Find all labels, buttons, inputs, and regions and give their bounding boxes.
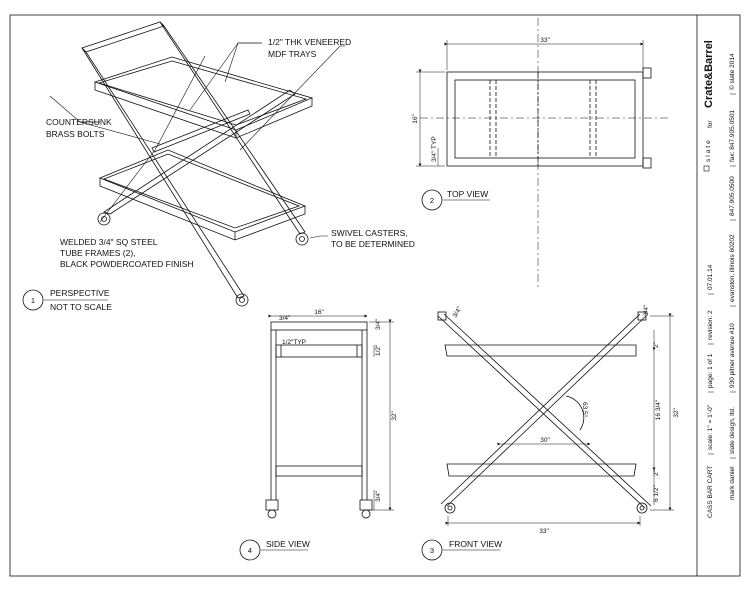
dim-side-half-typ: 1/2"TYP <box>282 339 306 346</box>
dim-front-34-left: 3/4" <box>452 305 464 319</box>
dim-front-angle: 63.5° <box>581 402 589 418</box>
view-1-title: PERSPECTIVE <box>50 288 110 298</box>
view-1-bubble <box>22 289 44 311</box>
view-2-title: TOP VIEW <box>447 189 488 199</box>
note-frames-line2: TUBE FRAMES (2), <box>60 248 136 258</box>
top-view-dimensions <box>416 18 670 290</box>
title-page: page: 1 of 1 <box>707 353 714 388</box>
title-revision: revision: 2 <box>707 310 714 340</box>
side-view-drawing <box>265 321 373 519</box>
dim-front-2b: 2" <box>653 469 660 476</box>
note-casters-line2: TO BE DETERMINED <box>331 239 415 249</box>
dim-side-half: 1/2" <box>375 344 382 356</box>
title-block: Crate&Barrel for slate © slate 2014 fax:… <box>703 40 736 518</box>
note-frames-line1: WELDED 3/4" SQ STEEL <box>60 237 158 247</box>
title-copyright: © slate 2014 <box>728 53 736 90</box>
view-1-number: 1 <box>31 296 35 305</box>
title-date: 07.01.14 <box>707 264 714 290</box>
note-trays-line1: 1/2" THK VENEERED <box>268 37 351 47</box>
leader-lines <box>49 42 345 239</box>
slate-logo-mark <box>703 165 710 172</box>
view-1-subtitle: NOT TO SCALE <box>50 302 112 312</box>
title-scale: scale: 1" = 1'-0" <box>707 404 714 450</box>
sheet-border <box>9 14 741 577</box>
title-street: 930 pitner avenue #10 <box>729 323 736 388</box>
view-4-number: 4 <box>248 546 252 555</box>
dim-side-34-bottom: 3/4" <box>375 490 382 502</box>
note-bolts-line2: BRASS BOLTS <box>46 129 105 139</box>
side-view-dimensions <box>268 314 394 511</box>
note-frames-line3: BLACK POWDERCOATED FINISH <box>60 259 194 269</box>
view-3-number: 3 <box>430 546 434 555</box>
dim-front-34-right: 3/4" <box>643 304 650 316</box>
dim-top-depth: 16" <box>412 114 419 124</box>
dim-side-34-left: 3/4" <box>279 315 291 322</box>
view-2-number: 2 <box>430 196 434 205</box>
title-company: slate design, ltd. <box>729 407 736 454</box>
note-trays-line2: MDF TRAYS <box>268 49 317 59</box>
dim-front-16: 16 3/4" <box>655 399 662 420</box>
dim-front-33: 33" <box>539 528 549 535</box>
view-4-title: SIDE VIEW <box>266 539 310 549</box>
perspective-drawing <box>81 21 314 307</box>
note-casters-line1: SWIVEL CASTERS, <box>331 228 408 238</box>
dim-front-30: 30" <box>540 437 550 444</box>
title-studio: slate <box>705 138 712 162</box>
title-brand: Crate&Barrel <box>703 40 715 108</box>
front-view-drawing <box>437 311 652 514</box>
view-2-bubble <box>421 189 443 211</box>
dim-side-height: 32" <box>391 411 398 421</box>
dim-top-typ: 3/4" TYP <box>431 136 438 162</box>
dim-side-34-right: 3/4" <box>375 318 382 330</box>
view-3-bubble <box>421 539 443 561</box>
dim-front-32: 32" <box>673 408 680 418</box>
title-for: for <box>707 120 714 128</box>
title-phone: 847.905.0500 <box>729 176 736 216</box>
title-project: CASS BAR CART <box>707 466 714 518</box>
title-fax: fax: 847.905.0501 <box>729 110 736 162</box>
title-author: mark daniel <box>729 466 736 500</box>
dim-top-width: 33" <box>540 37 550 44</box>
note-bolts-line1: COUNTERSUNK <box>46 117 112 127</box>
dim-front-6: 6 1/2" <box>653 485 660 502</box>
view-4-bubble <box>239 539 261 561</box>
dim-front-2: 2" <box>653 341 660 348</box>
view-3-title: FRONT VIEW <box>449 539 502 549</box>
front-view-dimensions <box>445 313 674 526</box>
title-city: evanston, illinois 60202 <box>729 234 736 302</box>
dim-side-width: 16" <box>314 309 324 316</box>
